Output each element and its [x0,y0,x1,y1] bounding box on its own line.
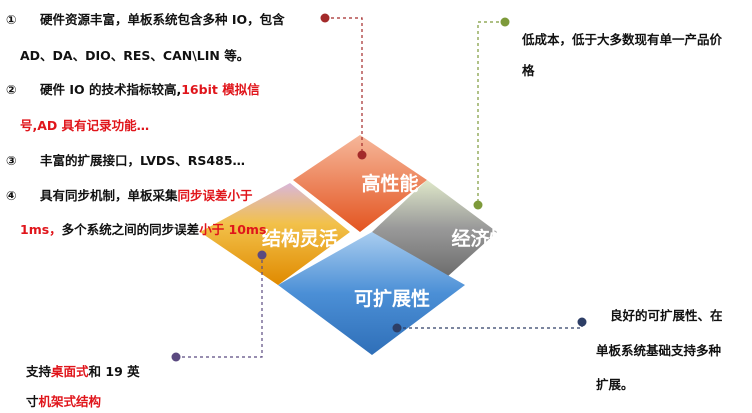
diamond-high-performance [293,135,427,232]
point-3-line-1: 丰富的扩展接口，LVDS、RS485… [40,153,246,168]
marker-right-start [500,17,510,27]
marker-top-start [320,13,330,23]
connector-high-performance [325,17,363,155]
label-scalability: 可扩展性 [354,287,430,310]
marker-left-end [257,250,267,260]
marker-left-start [171,352,181,362]
point-3-num: ③ [6,153,17,168]
point-2-line-2: 号,AD 具有记录功能… [20,118,150,133]
connector-economy [477,21,505,205]
scalability-desc-line-2: 单板系统基础支持多种 [596,343,722,358]
scalability-desc-line-3: 扩展。 [596,377,634,392]
structure-desc-line-2: 寸机架式结构 [26,394,102,409]
diamond-flexible-structure [200,183,350,285]
economy-desc-line-2: 格 [522,63,535,78]
connector-scalability [397,322,583,329]
point-2-line-1: 硬件 IO 的技术指标较高,16bit 模拟信 [40,82,260,97]
point-4-num: ④ [6,188,17,203]
marker-bottom-end [577,317,587,327]
marker-top-end [357,150,367,160]
point-2-num: ② [6,82,17,97]
label-flexible-structure: 结构灵活 [262,227,338,250]
point-4-line-1: 具有同步机制，单板采集同步误差小于 [40,188,253,203]
label-high-performance: 高性能 [361,172,418,195]
point-4-line-2: 1ms，多个系统之间的同步误差小于 10ms [20,222,267,237]
marker-right-end [473,200,483,210]
economy-desc-line-1: 低成本，低于大多数现有单一产品价 [522,32,723,47]
connector-flexible-structure [176,255,263,358]
diamond-economy [372,180,497,286]
point-1-num: ① [6,12,17,27]
label-economy: 经济性 [451,227,508,250]
scalability-desc-line-1: 良好的可扩展性、在 [610,308,723,323]
point-1-line-2: AD、DA、DIO、RES、CAN\LIN 等。 [20,48,250,63]
point-1-line-1: 硬件资源丰富，单板系统包含多种 IO，包含 [40,12,285,27]
diamond-scalability [278,232,465,355]
structure-desc-line-1: 支持桌面式和 19 英 [26,364,140,379]
marker-bottom-start [392,323,402,333]
